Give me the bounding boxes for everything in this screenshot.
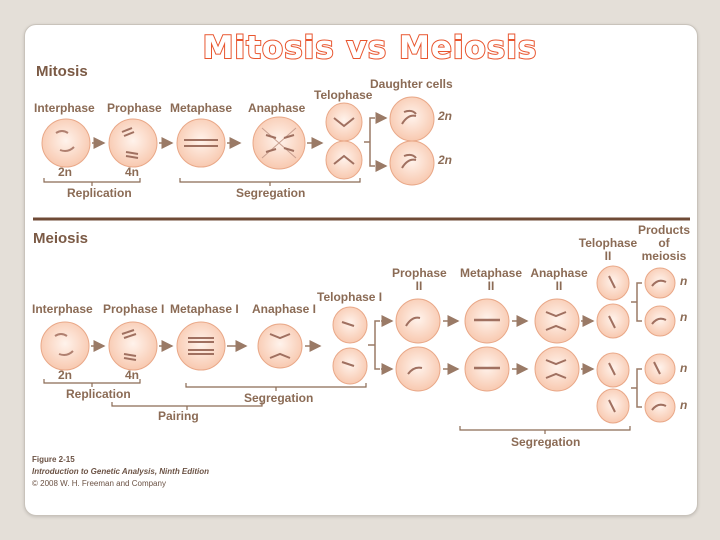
book-title: Introduction to Genetic Analysis, Ninth … (32, 467, 210, 476)
meiosis-stage-interphase: Interphase (32, 302, 93, 316)
meiosis-bracket-2a (631, 282, 642, 322)
meiosis-stage-telophase-i: Telophase I (317, 290, 383, 304)
mitosis-ploidy-after: 4n (125, 165, 140, 179)
meiosis-pairing-label: Pairing (158, 409, 199, 423)
figure-number: Figure 2-15 (32, 455, 75, 464)
meiosis-prophase-ii-cell-bottom (395, 346, 441, 392)
meiosis-telophase-ii-cell-bottom (596, 352, 630, 424)
mitosis-stage-metaphase: Metaphase (170, 101, 233, 115)
meiosis-stage-metaphase-i: Metaphase I (170, 302, 239, 316)
mitosis-replication-label: Replication (67, 186, 132, 200)
meiosis-telophase-ii-cell-top (596, 265, 630, 339)
mitosis-metaphase-cell (176, 118, 226, 168)
meiosis-prophase-ii-cell-top (395, 298, 441, 344)
copyright-line: © 2008 W. H. Freeman and Company (32, 479, 166, 488)
meiosis-stage-anaphase-i: Anaphase I (252, 302, 317, 316)
meiosis-anaphase-ii-cell-bottom (534, 346, 580, 392)
mitosis-stage-anaphase: Anaphase (248, 101, 306, 115)
meiosis-anaphase-i-cell (257, 323, 303, 369)
mitosis-telophase-cell (325, 102, 363, 180)
mitosis-anaphase-cell (252, 116, 306, 170)
mitosis-bracket (364, 117, 375, 167)
mitosis-interphase-cell (41, 118, 91, 168)
page-title: Mitosis vs Meiosis (202, 29, 538, 67)
mitosis-daughter-ploidy-1: 2n (438, 109, 453, 123)
meiosis-bracket-1 (368, 320, 380, 370)
meiosis-product-ploidy-3: n (680, 361, 688, 375)
meiosis-replication-label: Replication (66, 387, 131, 401)
meiosis-heading: Meiosis (33, 230, 89, 247)
slide-panel (24, 24, 698, 516)
meiosis-segregation-brace-2 (459, 426, 631, 434)
meiosis-product-cell-3 (644, 353, 676, 385)
meiosis-pairing-brace (111, 402, 263, 410)
mitosis-segregation-label: Segregation (236, 186, 306, 200)
mitosis-stage-prophase: Prophase (107, 101, 162, 115)
meiosis-stage-telophase-ii: Telophase II (578, 236, 638, 263)
mitosis-daughter-cell-1 (389, 96, 435, 142)
meiosis-segregation-brace-1 (185, 383, 367, 391)
meiosis-product-ploidy-1: n (680, 274, 688, 288)
meiosis-metaphase-ii-cell-bottom (464, 346, 510, 392)
meiosis-ploidy-before: 2n (58, 368, 73, 382)
meiosis-interphase-cell (40, 321, 90, 371)
meiosis-prophase-i-cell (108, 321, 158, 371)
products-of-meiosis-label: Products of meiosis (637, 223, 690, 263)
meiosis-telophase-i-cell (332, 306, 368, 385)
meiosis-ploidy-after: 4n (125, 368, 140, 382)
mitosis-replication-brace (43, 178, 141, 186)
meiosis-product-ploidy-4: n (680, 398, 688, 412)
meiosis-stage-prophase-ii: Prophase II (392, 266, 447, 293)
meiosis-metaphase-i-cell (176, 321, 226, 371)
meiosis-product-cell-4 (644, 391, 676, 423)
mitosis-stage-telophase: Telophase (314, 88, 373, 102)
meiosis-stage-prophase-i: Prophase I (103, 302, 165, 316)
meiosis-product-cell-2 (644, 305, 676, 337)
mitosis-ploidy-before: 2n (58, 165, 73, 179)
mitosis-daughter-ploidy-2: 2n (438, 153, 453, 167)
meiosis-segregation-label-1: Segregation (244, 391, 314, 405)
daughter-cells-label: Daughter cells (370, 77, 453, 91)
meiosis-product-ploidy-2: n (680, 310, 688, 324)
mitosis-daughter-cell-2 (389, 140, 435, 186)
meiosis-anaphase-ii-cell-top (534, 298, 580, 344)
mitosis-segregation-brace (179, 178, 361, 186)
meiosis-bracket-2b (631, 368, 642, 408)
meiosis-stage-metaphase-ii: Metaphase II (459, 266, 523, 293)
meiosis-product-cell-1 (644, 267, 676, 299)
mitosis-stage-interphase: Interphase (34, 101, 95, 115)
meiosis-segregation-label-2: Segregation (511, 435, 581, 449)
mitosis-heading: Mitosis (36, 63, 88, 80)
meiosis-stage-anaphase-ii: Anaphase II (530, 266, 588, 293)
meiosis-metaphase-ii-cell-top (464, 298, 510, 344)
mitosis-prophase-cell (108, 118, 158, 168)
meiosis-replication-brace (43, 379, 141, 387)
